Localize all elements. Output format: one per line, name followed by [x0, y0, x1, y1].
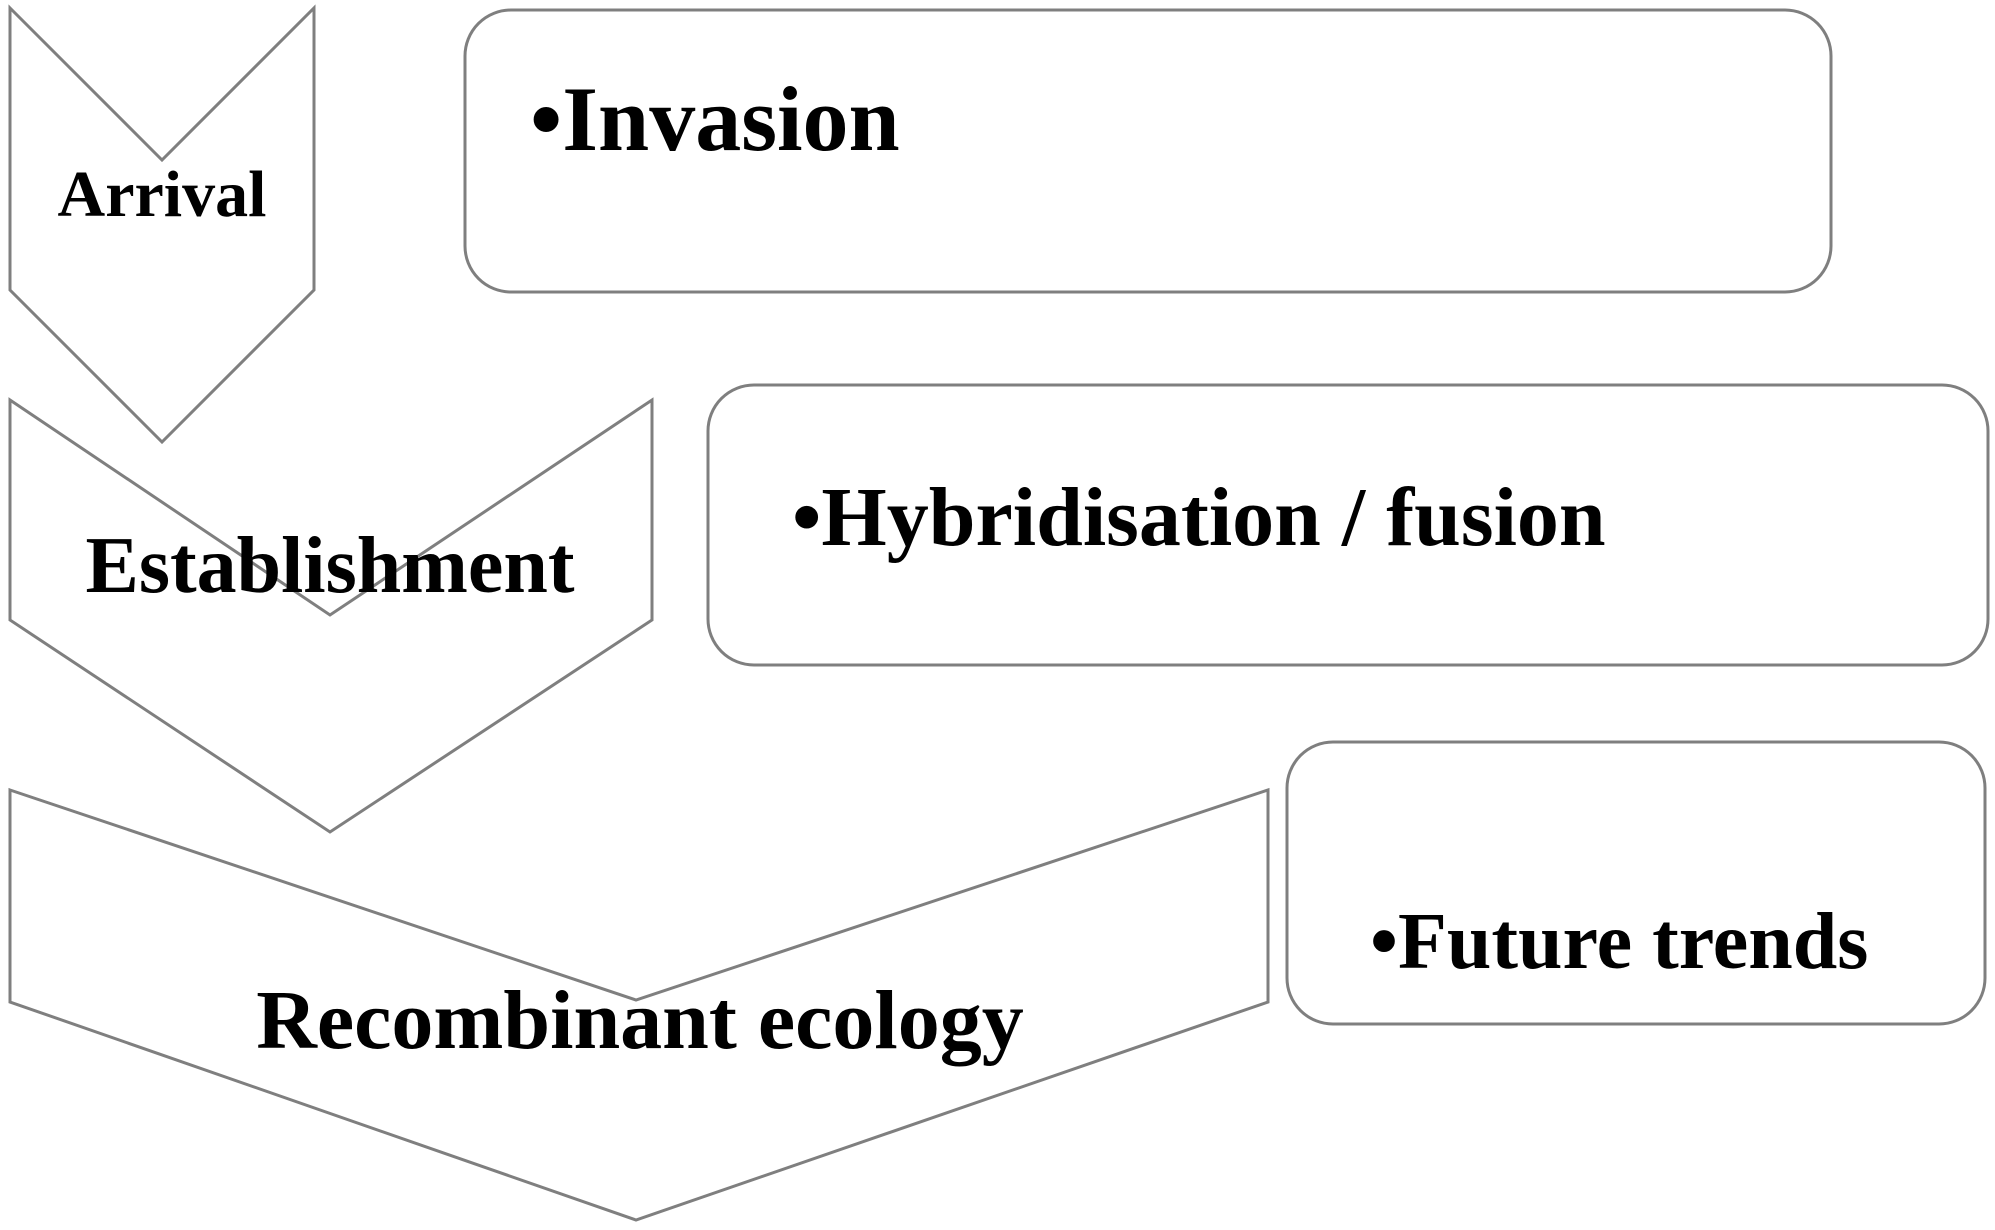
- chevron-establishment: [8, 397, 654, 834]
- detail-box-hybridisation: •Hybridisation / fusion: [706, 383, 1990, 667]
- stage-arrival: Arrival: [8, 4, 316, 445]
- detail-box-future-trends: •Future trends: [1285, 740, 1987, 1026]
- chevron-arrival: [8, 4, 316, 445]
- stage-recombinant-ecology: Recombinant ecology: [8, 787, 1270, 1222]
- detail-box-invasion: •Invasion: [463, 8, 1833, 294]
- detail-text-hybridisation: •Hybridisation / fusion: [792, 471, 1606, 564]
- detail-label-future-trends: Future trends: [1398, 898, 1868, 986]
- detail-text-invasion: •Invasion: [530, 68, 900, 170]
- bullet-invasion: •: [530, 68, 562, 170]
- stage-label-arrival: Arrival: [58, 158, 267, 231]
- box-future-trends: [1285, 740, 1987, 1026]
- detail-text-future-trends: •Future trends: [1370, 898, 1868, 986]
- stage-label-establishment: Establishment: [86, 522, 575, 610]
- bullet-hybridisation: •: [792, 471, 821, 564]
- box-invasion: [463, 8, 1833, 294]
- stage-establishment: Establishment: [8, 397, 654, 834]
- detail-label-invasion: Invasion: [562, 68, 900, 170]
- chevron-recombinant-ecology: [8, 787, 1270, 1222]
- stage-label-recombinant-ecology: Recombinant ecology: [256, 974, 1024, 1067]
- bullet-future-trends: •: [1370, 898, 1398, 986]
- box-hybridisation: [706, 383, 1990, 667]
- detail-label-hybridisation: Hybridisation / fusion: [821, 471, 1605, 564]
